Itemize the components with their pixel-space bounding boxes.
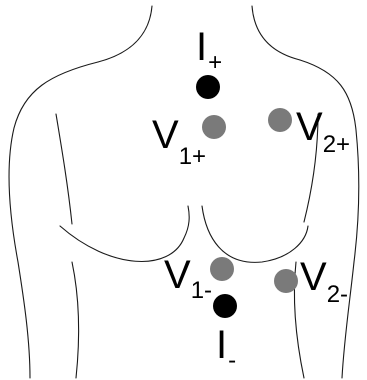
label-v2-minus: V2- bbox=[300, 255, 348, 308]
label-i-minus: I- bbox=[216, 323, 236, 374]
electrode-i-minus bbox=[213, 294, 237, 318]
label-v1-minus: V1- bbox=[164, 253, 212, 304]
electrode-i-plus bbox=[196, 75, 220, 99]
left-shoulder-arm-line bbox=[9, 62, 98, 378]
neck-left-line bbox=[98, 6, 152, 62]
label-v2-plus: V2+ bbox=[296, 105, 350, 158]
label-i-plus: I+ bbox=[196, 25, 222, 76]
neck-right-line bbox=[252, 6, 300, 60]
left-waist-line bbox=[72, 262, 79, 378]
electrode-v1-minus bbox=[210, 257, 234, 281]
electrode-v1-plus bbox=[202, 115, 226, 139]
label-v1-plus: V1+ bbox=[152, 113, 206, 170]
left-armpit-line bbox=[56, 114, 72, 224]
electrode-v2-plus bbox=[268, 108, 292, 132]
electrode-labels: I+ V1+ V2+ V1- V2- I- bbox=[152, 25, 350, 374]
torso-outline bbox=[9, 6, 359, 378]
right-breast-line bbox=[202, 206, 308, 262]
electrode-v2-minus bbox=[274, 269, 298, 293]
